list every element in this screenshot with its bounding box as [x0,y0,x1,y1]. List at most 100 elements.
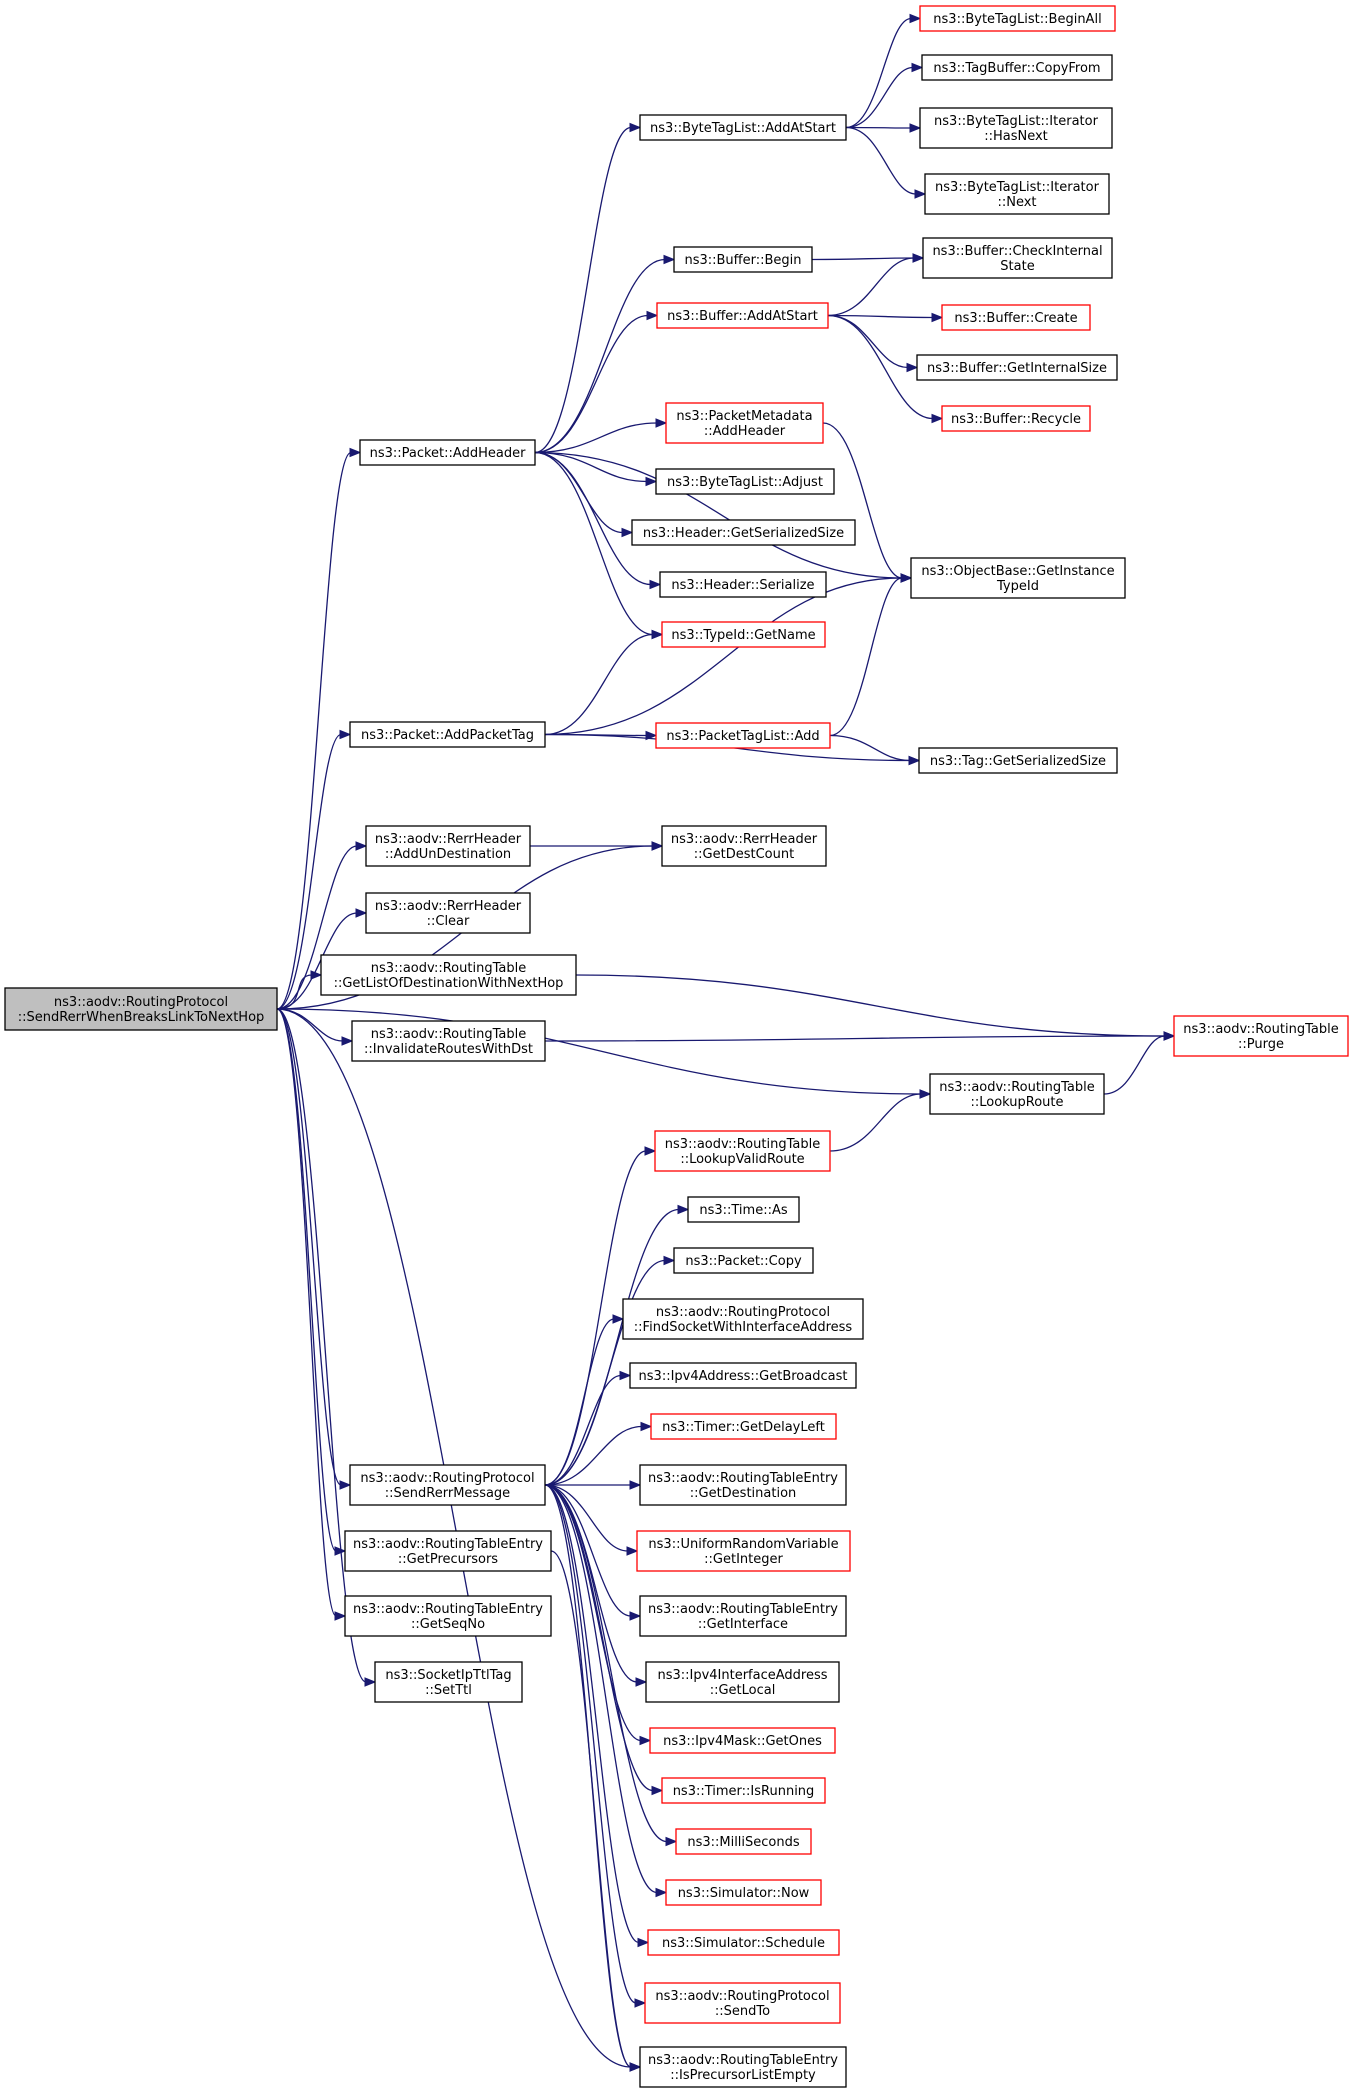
edge-rp_sendrerr-to-rte_getdestination [544,1480,642,1490]
edge-line [544,1484,629,1552]
node-label-line: ns3::Packet::AddHeader [370,446,526,461]
node-milliseconds[interactable]: ns3::MilliSeconds [675,1828,812,1855]
edge-line [544,1318,615,1486]
node-root: ns3::aodv::RoutingProtocol::SendRerrWhen… [4,987,278,1031]
edge-arrowhead [339,1480,352,1490]
edge-line [827,314,934,420]
node-btl_it_next[interactable]: ns3::ByteTagList::Iterator::Next [924,173,1110,215]
node-box [675,1828,812,1855]
node-packet_addheader[interactable]: ns3::Packet::AddHeader [359,439,536,466]
edge-ptl_add-to-objectbase_getinstancetypeid [829,573,913,737]
node-label-line: ns3::Simulator::Now [678,1886,810,1901]
edge-arrowhead [629,122,642,133]
node-ipv4mask_getones[interactable]: ns3::Ipv4Mask::GetOnes [649,1727,836,1754]
edge-line [811,257,915,261]
edge-packet_addpackettag-to-typeid_getname [544,629,664,736]
edge-arrowhead [626,1546,639,1556]
node-rte_getprecursors[interactable]: ns3::aodv::RoutingTableEntry::GetPrecurs… [344,1530,552,1572]
node-label-line: ns3::Packet::Copy [685,1254,802,1269]
node-buffer_recycle[interactable]: ns3::Buffer::Recycle [941,405,1091,432]
node-label-line: ns3::aodv::RoutingTableEntry [648,2053,838,2068]
edge-line [544,1484,668,1843]
node-label-line: ns3::aodv::RoutingTable [665,1137,820,1152]
node-box [647,1929,840,1956]
node-rt_purge[interactable]: ns3::aodv::RoutingTable::Purge [1173,1015,1349,1057]
node-buffer_getinternalsize[interactable]: ns3::Buffer::GetInternalSize [916,354,1118,381]
node-ipv4ifaddr_getlocal[interactable]: ns3::Ipv4InterfaceAddress::GetLocal [645,1661,840,1703]
node-rp_sendto[interactable]: ns3::aodv::RoutingProtocol::SendTo [644,1982,841,2024]
edge-pm_addheader-to-objectbase_getinstancetypeid [822,422,913,583]
node-ipv4addr_getbroadcast[interactable]: ns3::Ipv4Address::GetBroadcast [629,1362,857,1389]
node-box [916,354,1118,381]
node-rte_getdestination[interactable]: ns3::aodv::RoutingTableEntry::GetDestina… [639,1464,847,1506]
node-buffer_begin[interactable]: ns3::Buffer::Begin [673,246,813,273]
edge-packet_addheader-to-pm_addheader [534,418,668,454]
node-rt_lookuproute[interactable]: ns3::aodv::RoutingTable::LookupRoute [929,1073,1105,1115]
node-simulator_schedule[interactable]: ns3::Simulator::Schedule [647,1929,840,1956]
node-rerr_addundest[interactable]: ns3::aodv::RerrHeader::AddUnDestination [365,825,531,867]
node-ptl_add[interactable]: ns3::PacketTagList::Add [655,722,831,749]
node-rte_getseqno[interactable]: ns3::aodv::RoutingTableEntry::GetSeqNo [344,1595,552,1637]
node-btl_beginall[interactable]: ns3::ByteTagList::BeginAll [919,5,1116,32]
node-simulator_now[interactable]: ns3::Simulator::Now [665,1879,822,1906]
node-label-line: ns3::Buffer::GetInternalSize [927,361,1107,376]
node-btl_addatstart[interactable]: ns3::ByteTagList::AddAtStart [639,114,847,141]
node-rp_findsocket[interactable]: ns3::aodv::RoutingProtocol::FindSocketWi… [622,1298,864,1340]
edge-rte_getprecursors-to-rte_isprecursorlistempty [550,1550,642,2072]
node-rte_isprecursorlistempty[interactable]: ns3::aodv::RoutingTableEntry::IsPrecurso… [639,2046,847,2088]
edge-packet_addpackettag-to-objectbase_getinstancetypeid [544,573,913,736]
node-rp_sendrerr[interactable]: ns3::aodv::RoutingProtocol::SendRerrMess… [349,1464,546,1506]
node-label-line: State [1000,259,1034,274]
edge-rp_sendrerr-to-rp_sendto [544,1484,647,2008]
node-box [910,557,1126,599]
node-btl_adjust[interactable]: ns3::ByteTagList::Adjust [655,468,835,495]
node-timer_getdelayleft[interactable]: ns3::Timer::GetDelayLeft [650,1413,837,1440]
node-header_getserializedsize[interactable]: ns3::Header::GetSerializedSize [631,519,856,546]
node-buffer_create[interactable]: ns3::Buffer::Create [941,304,1091,331]
edge-line [276,974,313,1010]
node-pm_addheader[interactable]: ns3::PacketMetadata::AddHeader [665,402,824,444]
node-label-line: TypeId [996,579,1039,594]
node-rerr_clear[interactable]: ns3::aodv::RerrHeader::Clear [365,892,531,934]
edge-arrowhead [912,253,925,263]
edge-buffer_addatstart-to-buffer_recycle [827,314,944,424]
node-socket_setttl[interactable]: ns3::SocketIpTtlTag::SetTtl [374,1661,523,1703]
edge-arrowhead [355,841,368,851]
node-label-line: ns3::aodv::RoutingProtocol [655,1989,829,2004]
node-label-line: ns3::Buffer::Create [954,311,1077,326]
node-tag_getserializedsize[interactable]: ns3::Tag::GetSerializedSize [918,747,1118,774]
edge-arrowhead [909,13,922,24]
edge-arrowhead [646,310,659,321]
node-urv_getinteger[interactable]: ns3::UniformRandomVariable::GetInteger [636,1530,851,1572]
node-typeid_getname[interactable]: ns3::TypeId::GetName [661,621,826,648]
node-label-line: ::SendRerrWhenBreaksLinkToNextHop [18,1010,265,1025]
node-tagbuffer_copyfrom[interactable]: ns3::TagBuffer::CopyFrom [921,54,1113,81]
node-box [659,571,827,598]
edge-buffer_addatstart-to-buffer_create [827,312,944,323]
node-label-line: ns3::aodv::RoutingProtocol [54,995,228,1010]
edge-arrowhead [919,1089,932,1099]
edge-rp_sendrerr-to-rp_findsocket [544,1314,625,1486]
node-btl_it_hasnext[interactable]: ns3::ByteTagList::Iterator::HasNext [919,107,1113,149]
node-rte_getinterface[interactable]: ns3::aodv::RoutingTableEntry::GetInterfa… [639,1595,847,1637]
node-time_as[interactable]: ns3::Time::As [687,1196,800,1223]
node-rerr_getdestcount[interactable]: ns3::aodv::RerrHeader::GetDestCount [661,825,827,867]
edge-line [534,314,649,454]
node-label-line: ::HasNext [984,129,1048,144]
node-label-line: ns3::Ipv4Address::GetBroadcast [639,1369,848,1384]
node-rt_getlist[interactable]: ns3::aodv::RoutingTable::GetListOfDestin… [320,954,577,996]
node-label-line: ns3::Ipv4InterfaceAddress [657,1668,827,1683]
node-box [941,405,1091,432]
edge-rp_sendrerr-to-simulator_now [544,1484,668,1898]
node-timer_isrunning[interactable]: ns3::Timer::IsRunning [661,1777,826,1804]
node-rt_invalidate[interactable]: ns3::aodv::RoutingTable::InvalidateRoute… [351,1020,546,1062]
edge-arrowhead [665,1836,678,1847]
node-header_serialize[interactable]: ns3::Header::Serialize [659,571,827,598]
node-box [919,5,1116,32]
node-rt_lookupvalidroute[interactable]: ns3::aodv::RoutingTable::LookupValidRout… [654,1130,831,1172]
node-packet_copy[interactable]: ns3::Packet::Copy [673,1247,814,1274]
node-packet_addpackettag[interactable]: ns3::Packet::AddPacketTag [349,721,546,748]
node-buffer_addatstart[interactable]: ns3::Buffer::AddAtStart [656,302,829,329]
